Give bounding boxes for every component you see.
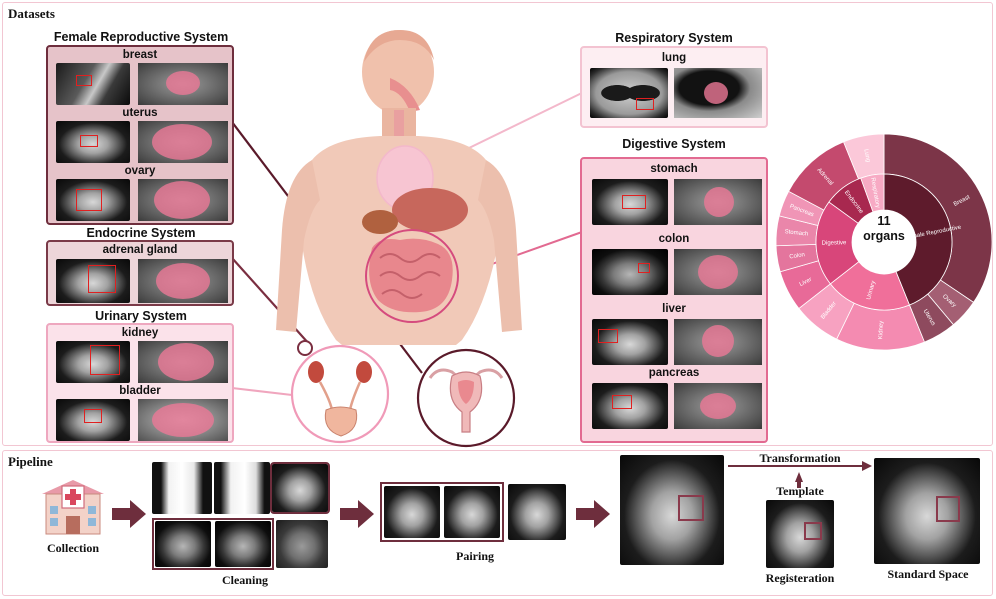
organ-label-colon: colon bbox=[658, 233, 690, 245]
inner-segment-female-reproductive bbox=[883, 173, 953, 306]
outer-label-lung: Lung bbox=[862, 149, 870, 163]
digestive-circle bbox=[365, 229, 459, 323]
organ-label-liver: liver bbox=[662, 303, 686, 315]
template-ct bbox=[766, 500, 834, 568]
pipeline-frame bbox=[2, 450, 993, 596]
inner-label-respiratory: Respiratory bbox=[869, 177, 880, 208]
organ-distribution-donut: BreastOvaryUterusKidneyBladderLiverColon… bbox=[775, 133, 993, 351]
stomach-ct bbox=[592, 179, 668, 225]
cleaning-mip-2 bbox=[214, 462, 270, 514]
colon-ct bbox=[592, 249, 668, 295]
transformation-label: Transformation bbox=[759, 451, 841, 465]
donut-center-text: organs bbox=[863, 229, 905, 243]
stomach-zoom bbox=[674, 179, 762, 225]
kidney-zoom bbox=[138, 341, 228, 383]
left-arm bbox=[276, 160, 320, 332]
organ-label-ovary: ovary bbox=[124, 165, 156, 177]
donut-center-hole bbox=[853, 211, 915, 273]
arrow-3 bbox=[576, 500, 610, 528]
outer-label-colon: Colon bbox=[789, 252, 805, 260]
arrow-2 bbox=[340, 500, 374, 528]
uterus-ct bbox=[56, 121, 130, 163]
right-arm bbox=[478, 160, 522, 332]
breast-ct bbox=[56, 63, 130, 105]
registration-label: Registeration bbox=[765, 571, 835, 585]
breast-zoom bbox=[138, 63, 228, 105]
organ-label-pancreas: pancreas bbox=[648, 367, 700, 379]
cleaning-axial-1 bbox=[270, 462, 330, 514]
moving-ct bbox=[620, 455, 724, 565]
pairing-label: Pairing bbox=[456, 549, 494, 563]
donut-center-label: 11 organs bbox=[854, 214, 914, 244]
standard-space-label: Standard Space bbox=[887, 567, 969, 581]
cleaning-bottom-box bbox=[152, 518, 274, 570]
digestive-system-title: Digestive System bbox=[622, 137, 726, 151]
hospital-icon bbox=[42, 480, 104, 535]
outer-label-kidney: Kidney bbox=[878, 321, 885, 340]
pancreas-zoom bbox=[674, 383, 762, 429]
cleaning-group bbox=[152, 462, 332, 570]
pairing-ct-2 bbox=[444, 486, 500, 538]
outer-label-liver: Liver bbox=[799, 277, 813, 288]
ovary-zoom bbox=[138, 179, 228, 221]
pancreas-ct bbox=[592, 383, 668, 429]
pairing-box bbox=[380, 482, 504, 542]
organ-label-stomach: stomach bbox=[650, 163, 698, 175]
pairing-ct-3 bbox=[508, 484, 566, 540]
kidney-ct bbox=[56, 341, 130, 383]
endocrine-system-title: Endocrine System bbox=[86, 226, 196, 240]
urinary-system-panel: kidney bladder bbox=[46, 323, 234, 443]
female-system-panel: breast uterus ovary bbox=[46, 45, 234, 225]
outer-label-stomach: Stomach bbox=[784, 229, 808, 237]
urinary-system-title: Urinary System bbox=[95, 309, 187, 323]
datasets-frame bbox=[2, 2, 993, 446]
uterus-zoom bbox=[138, 121, 228, 163]
connector-endocrine bbox=[231, 257, 311, 346]
organ-label-lung: lung bbox=[661, 52, 687, 64]
female-system-title: Female Reproductive System bbox=[53, 30, 229, 44]
digestive-system-panel: stomach colon liver pancreas bbox=[580, 157, 768, 443]
template-label: Template bbox=[776, 484, 824, 498]
inner-label-digestive: Digestive bbox=[822, 240, 847, 246]
endocrine-system-panel: adrenal gland bbox=[46, 240, 234, 306]
body-illustration bbox=[231, 30, 589, 448]
bladder-ct bbox=[56, 399, 130, 441]
cleaning-mip-1 bbox=[152, 462, 212, 514]
pipeline-label: Pipeline bbox=[8, 454, 53, 469]
organ-label-bladder: bladder bbox=[119, 385, 161, 397]
organ-label-uterus: uterus bbox=[122, 107, 158, 119]
respiratory-system-title: Respiratory System bbox=[615, 31, 733, 45]
cleaning-axial-4 bbox=[276, 520, 328, 568]
bladder-zoom bbox=[138, 399, 228, 441]
head-shape bbox=[362, 30, 434, 114]
ovary-ct bbox=[56, 179, 130, 221]
respiratory-system-panel: lung bbox=[580, 46, 768, 128]
organ-label-kidney: kidney bbox=[121, 327, 159, 339]
connector-urinary bbox=[231, 387, 293, 396]
donut-center-number: 11 bbox=[877, 214, 891, 228]
adrenal-zoom bbox=[138, 259, 228, 303]
lung-zoom bbox=[674, 68, 762, 118]
datasets-label: Datasets bbox=[8, 6, 55, 21]
inner-segment-respiratory bbox=[860, 173, 885, 213]
pairing-ct-1 bbox=[384, 486, 440, 538]
pipeline-arrows bbox=[112, 461, 872, 528]
intestines bbox=[369, 238, 453, 313]
collection-label: Collection bbox=[47, 541, 99, 555]
liver-zoom bbox=[674, 319, 762, 365]
standard-space-ct bbox=[874, 458, 980, 564]
organ-label-adrenal: adrenal gland bbox=[102, 244, 178, 256]
liver-ct bbox=[592, 319, 668, 365]
lung-ct bbox=[590, 68, 668, 118]
cleaning-axial-3 bbox=[215, 521, 271, 567]
adrenal-ct bbox=[56, 259, 130, 303]
inner-label-urinary: Urinary bbox=[866, 280, 877, 300]
organ-label-breast: breast bbox=[122, 49, 158, 61]
cleaning-axial-2 bbox=[155, 521, 211, 567]
cleaning-label: Cleaning bbox=[221, 573, 268, 587]
colon-zoom bbox=[674, 249, 762, 295]
arrow-1 bbox=[112, 500, 146, 528]
arrow-up bbox=[795, 472, 803, 488]
